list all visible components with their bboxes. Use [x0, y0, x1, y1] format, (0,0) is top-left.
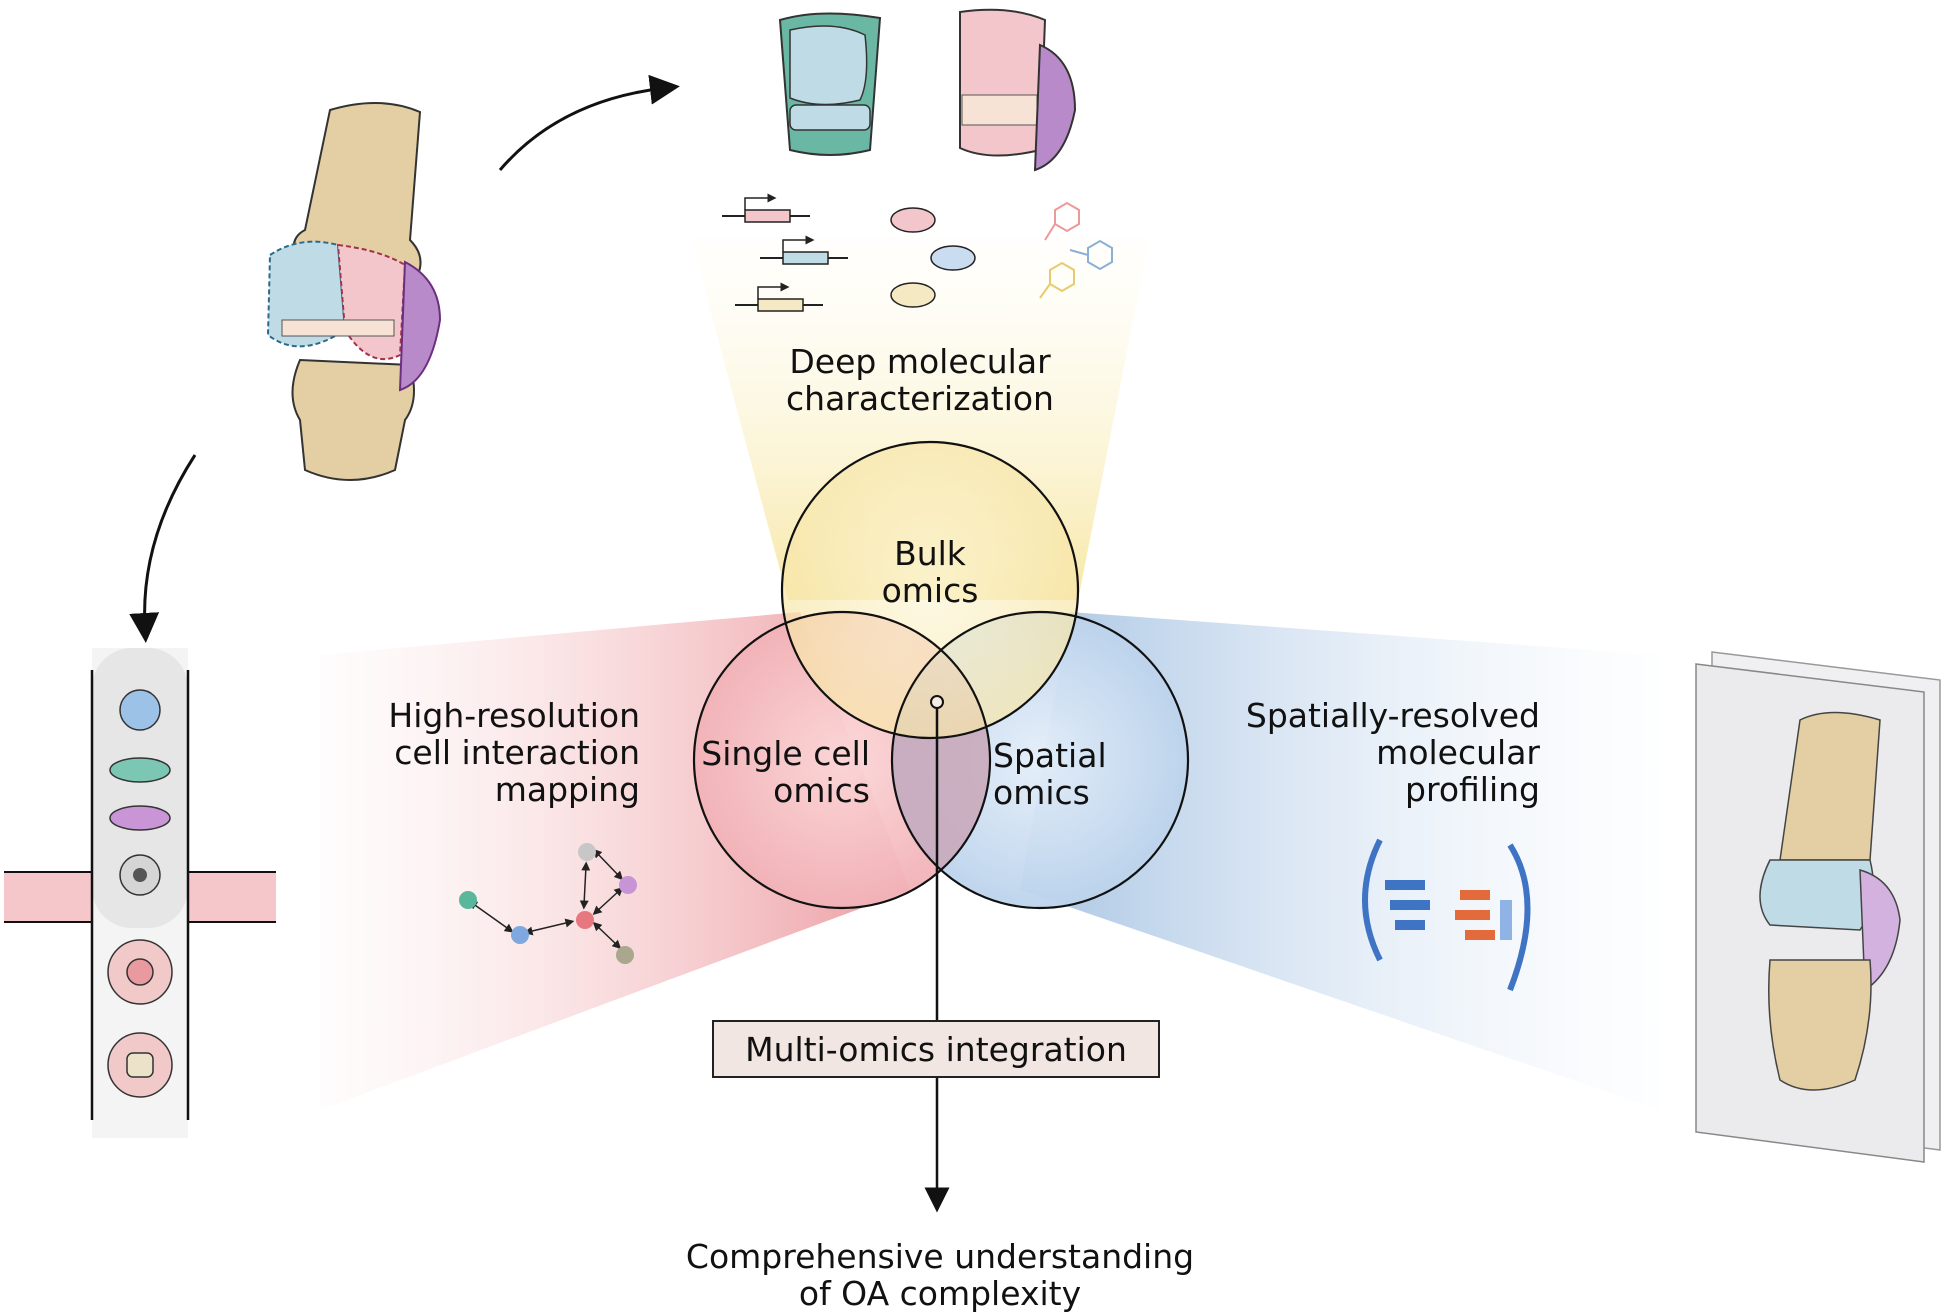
- single-cell-channel-illustration: [4, 648, 276, 1138]
- venn-diagram: [692, 440, 1190, 910]
- integration-label: Multi-omics integration: [745, 1029, 1127, 1069]
- knee-joint-illustration: [266, 102, 442, 481]
- highres-line2: cell interaction: [394, 733, 640, 772]
- bulk-omics-label: Bulk omics: [850, 535, 1010, 609]
- deep-line1: Deep molecular: [789, 342, 1051, 381]
- bulk-circle: [782, 442, 1078, 738]
- deep-line2: characterization: [786, 379, 1054, 418]
- outcome-caption: Comprehensive understanding of OA comple…: [620, 1238, 1260, 1312]
- spatially-resolved-caption: Spatially-resolved molecular profiling: [1210, 697, 1540, 808]
- spatial-line2: omics: [993, 773, 1090, 812]
- arrow-to-cells: [129, 454, 197, 643]
- spatres-line2: molecular: [1376, 733, 1540, 772]
- multi-omics-integration-box: Multi-omics integration: [712, 1020, 1160, 1078]
- outcome-line1: Comprehensive understanding: [685, 1237, 1195, 1276]
- tissue-samples-illustration: [778, 8, 1077, 172]
- spatres-line3: profiling: [1405, 770, 1540, 809]
- metabolite-icons: [1039, 201, 1113, 299]
- gene-transcript-icons: [722, 193, 848, 312]
- outcome-line2: of OA complexity: [798, 1274, 1082, 1313]
- protein-icons: [890, 207, 976, 308]
- spatial-line1: Spatial: [993, 736, 1107, 775]
- spatial-omics-label: Spatial omics: [993, 737, 1143, 811]
- bulk-line2: omics: [881, 571, 979, 610]
- high-resolution-caption: High-resolution cell interaction mapping: [350, 697, 640, 808]
- arrow-to-tissues: [498, 74, 680, 171]
- single-cell-omics-label: Single cell omics: [690, 735, 870, 809]
- integration-node: [930, 695, 944, 709]
- highres-line1: High-resolution: [388, 696, 640, 735]
- single-cell-line1: Single cell: [701, 734, 870, 773]
- highres-line3: mapping: [494, 770, 640, 809]
- cell-interaction-network: [459, 843, 637, 964]
- spatres-line1: Spatially-resolved: [1245, 696, 1540, 735]
- single-cell-line2: omics: [773, 771, 870, 810]
- deep-molecular-caption: Deep molecular characterization: [760, 343, 1080, 417]
- spatial-profiling-glyph: [1362, 838, 1531, 992]
- bulk-line1: Bulk: [894, 534, 966, 573]
- spatial-tissue-section-illustration: [1695, 651, 1941, 1163]
